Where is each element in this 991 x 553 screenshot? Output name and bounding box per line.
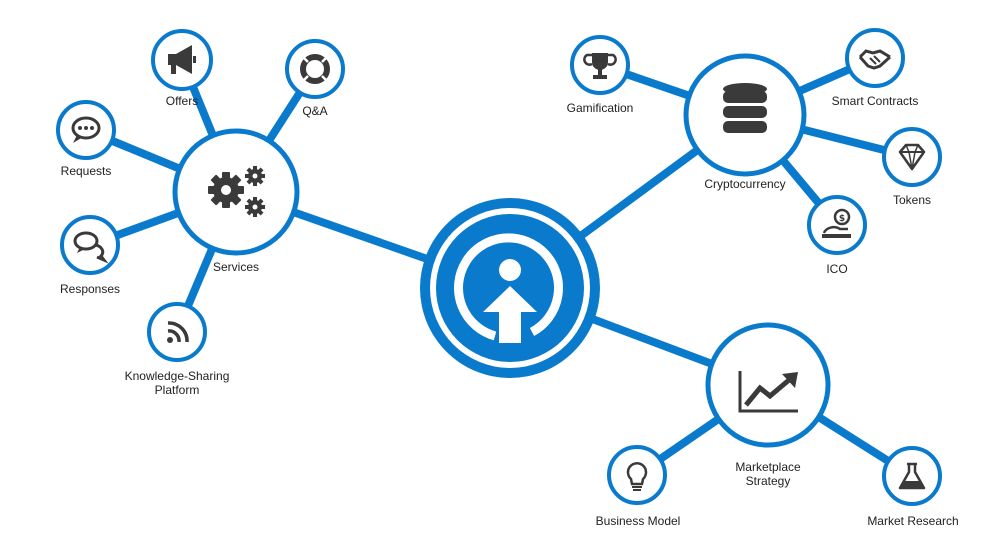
chart-up-icon [738, 371, 798, 413]
hub-services[interactable] [172, 128, 300, 256]
center-node[interactable] [420, 198, 600, 378]
hub-cryptocurrency[interactable] [683, 53, 807, 177]
label-requests: Requests [60, 164, 112, 178]
chat-bubble-icon [71, 116, 101, 143]
label-knowledge-sharing-line1: Knowledge-Sharing [124, 369, 230, 383]
gears-icon [208, 166, 265, 217]
label-qa: Q&A [302, 104, 328, 118]
leaf-requests[interactable] [56, 100, 116, 160]
label-smart-contracts: Smart Contracts [831, 94, 919, 108]
rss-icon [167, 321, 189, 343]
leaf-responses[interactable] [60, 215, 120, 275]
label-cryptocurrency: Cryptocurrency [704, 177, 786, 191]
label-tokens: Tokens [892, 193, 932, 207]
flask-icon [898, 462, 926, 490]
person-arrow-up-icon [454, 233, 563, 343]
lightbulb-icon [626, 462, 648, 491]
svg-text:$: $ [839, 214, 845, 224]
label-marketplace-line1: Marketplace [735, 460, 801, 474]
label-marketplace-line2: Strategy [745, 474, 791, 488]
leaf-gamification[interactable] [570, 35, 630, 95]
label-offers: Offers [165, 94, 199, 108]
trophy-icon [583, 53, 617, 79]
label-knowledge-sharing-line2: Platform [154, 383, 200, 397]
label-ico: ICO [826, 262, 848, 276]
leaf-tokens[interactable] [882, 127, 942, 187]
label-knowledge-sharing: Knowledge-Sharing Platform [125, 369, 230, 397]
leaf-smart-contracts[interactable] [845, 28, 905, 88]
leaf-qa[interactable] [285, 39, 345, 99]
label-business-model: Business Model [595, 514, 681, 528]
megaphone-icon [168, 45, 196, 74]
hub-marketplace-strategy[interactable] [705, 322, 831, 448]
diamond-icon [898, 143, 926, 171]
leaf-business-model[interactable] [607, 445, 667, 505]
label-marketplace-strategy: Marketplace Strategy [735, 460, 800, 488]
handshake-icon [858, 49, 892, 70]
leaf-ico[interactable]: $ [807, 195, 867, 255]
leaf-offers[interactable] [151, 29, 213, 91]
database-icon [723, 83, 767, 133]
leaf-market-research[interactable] [882, 446, 942, 506]
lifebuoy-icon [300, 54, 330, 84]
label-market-research: Market Research [867, 514, 959, 528]
label-gamification: Gamification [566, 101, 634, 115]
leaf-knowledge-sharing[interactable] [147, 302, 207, 362]
chat-bubbles-icon [73, 231, 109, 264]
label-responses: Responses [59, 282, 121, 296]
coin-icon: $ [822, 208, 851, 238]
label-services: Services [212, 260, 260, 274]
